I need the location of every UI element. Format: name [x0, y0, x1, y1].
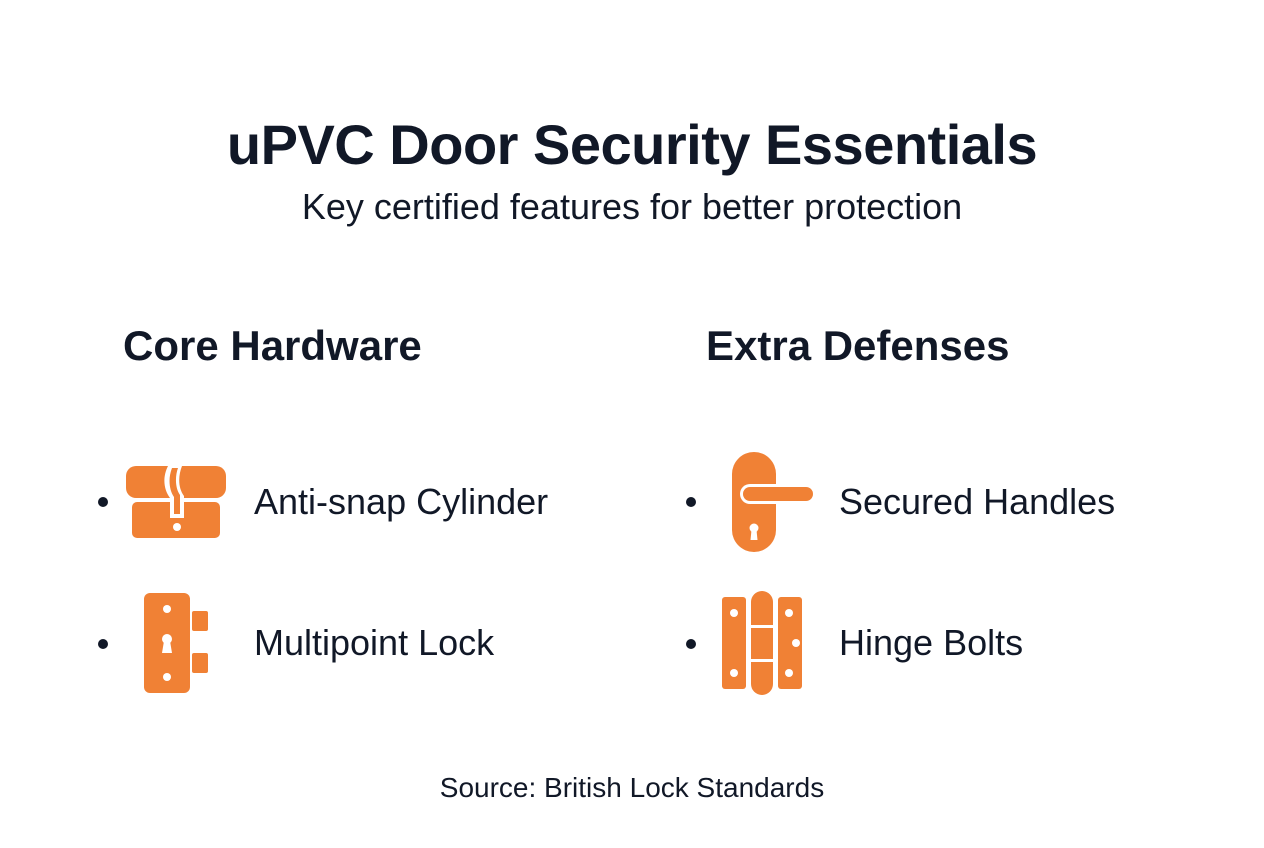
multipoint-lock-icon	[144, 593, 208, 693]
hinge-icon	[722, 591, 802, 695]
page-subtitle: Key certified features for better protec…	[301, 186, 963, 227]
item-label: Secured Handles	[839, 481, 1116, 522]
cylinder-lock-icon	[126, 466, 226, 538]
door-handle-icon	[732, 452, 814, 552]
bullet	[98, 497, 108, 507]
bullet	[98, 639, 108, 649]
item-label: Anti-snap Cylinder	[254, 481, 549, 522]
bullet	[686, 639, 696, 649]
item-label: Hinge Bolts	[839, 622, 1024, 663]
section-heading-extra-defenses: Extra Defenses	[706, 322, 1010, 369]
item-label: Multipoint Lock	[254, 622, 495, 663]
section-heading-core-hardware: Core Hardware	[123, 322, 422, 369]
page-title: uPVC Door Security Essentials	[226, 113, 1038, 176]
source-note: Source: British Lock Standards	[439, 772, 825, 803]
bullet	[686, 497, 696, 507]
